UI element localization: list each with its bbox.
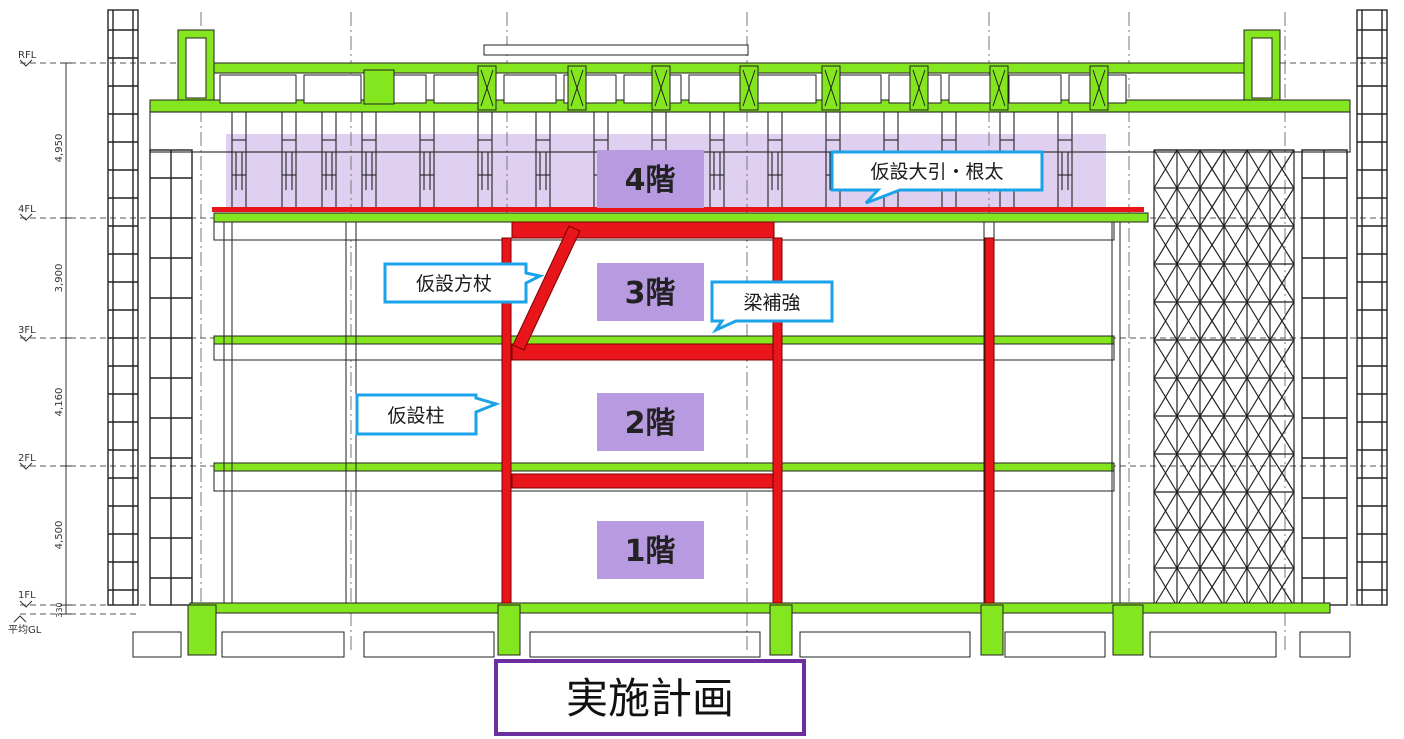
callout-text-hashira: 仮設柱 [387,405,444,427]
temp-column [501,237,512,604]
callout-hari: 梁補強 [710,280,834,334]
temp-column [772,237,783,604]
left-scaffold [107,9,193,606]
floor-label-1: 1階 [625,534,676,569]
foundations [132,604,1351,658]
floor-label-4: 4階 [625,163,676,198]
callouts: 仮設大引・根太 仮設方杖 梁補強 仮設柱 [355,150,1044,436]
level-rfl: RFL [18,50,37,61]
plan-title-text: 実施計画 [566,674,734,723]
beam-reinforcement-3f [511,221,775,239]
floor-label-2: 2階 [625,406,676,441]
level-1fl: 1FL [18,590,36,601]
dimension-4f: 4,950 [54,134,65,163]
temp-joist-line [212,207,1144,212]
temp-column [984,237,995,604]
dimension-1f: 4,500 [54,521,65,550]
floor-label-3: 3階 [625,276,676,311]
dimension-2f: 4,160 [54,388,65,417]
callout-text-hari: 梁補強 [743,292,800,314]
temp-brace [512,225,581,351]
level-2fl: 2FL [18,453,36,464]
plan-title: 実施計画 [494,659,806,736]
beam-reinforcement-1f [511,473,775,489]
level-labels: RFL 4FL 3FL 2FL 1FL 平均GL [8,50,42,636]
callout-hojo: 仮設方杖 [383,262,545,304]
braced-tower [1153,149,1295,607]
right-scaffold [1301,9,1388,606]
reinforcement [212,207,1144,604]
callout-text-ohbiki: 仮設大引・根太 [870,161,1003,183]
level-3fl: 3FL [18,325,36,336]
floor-labels: 4階 3階 2階 1階 [597,150,704,579]
dimension-labels: 4,950 3,900 4,160 4,500 330 [54,134,65,618]
dimension-3f: 3,900 [54,264,65,293]
callout-ohbiki: 仮設大引・根太 [830,150,1044,205]
roof-structure [149,29,1351,113]
beam-reinforcement-2f [511,343,775,361]
level-gl: 平均GL [8,624,42,636]
level-4fl: 4FL [18,204,36,215]
callout-hashira: 仮設柱 [355,393,501,436]
dimension-base: 330 [55,602,64,617]
callout-text-hojo: 仮設方杖 [416,273,492,295]
dimension-line [60,62,72,615]
